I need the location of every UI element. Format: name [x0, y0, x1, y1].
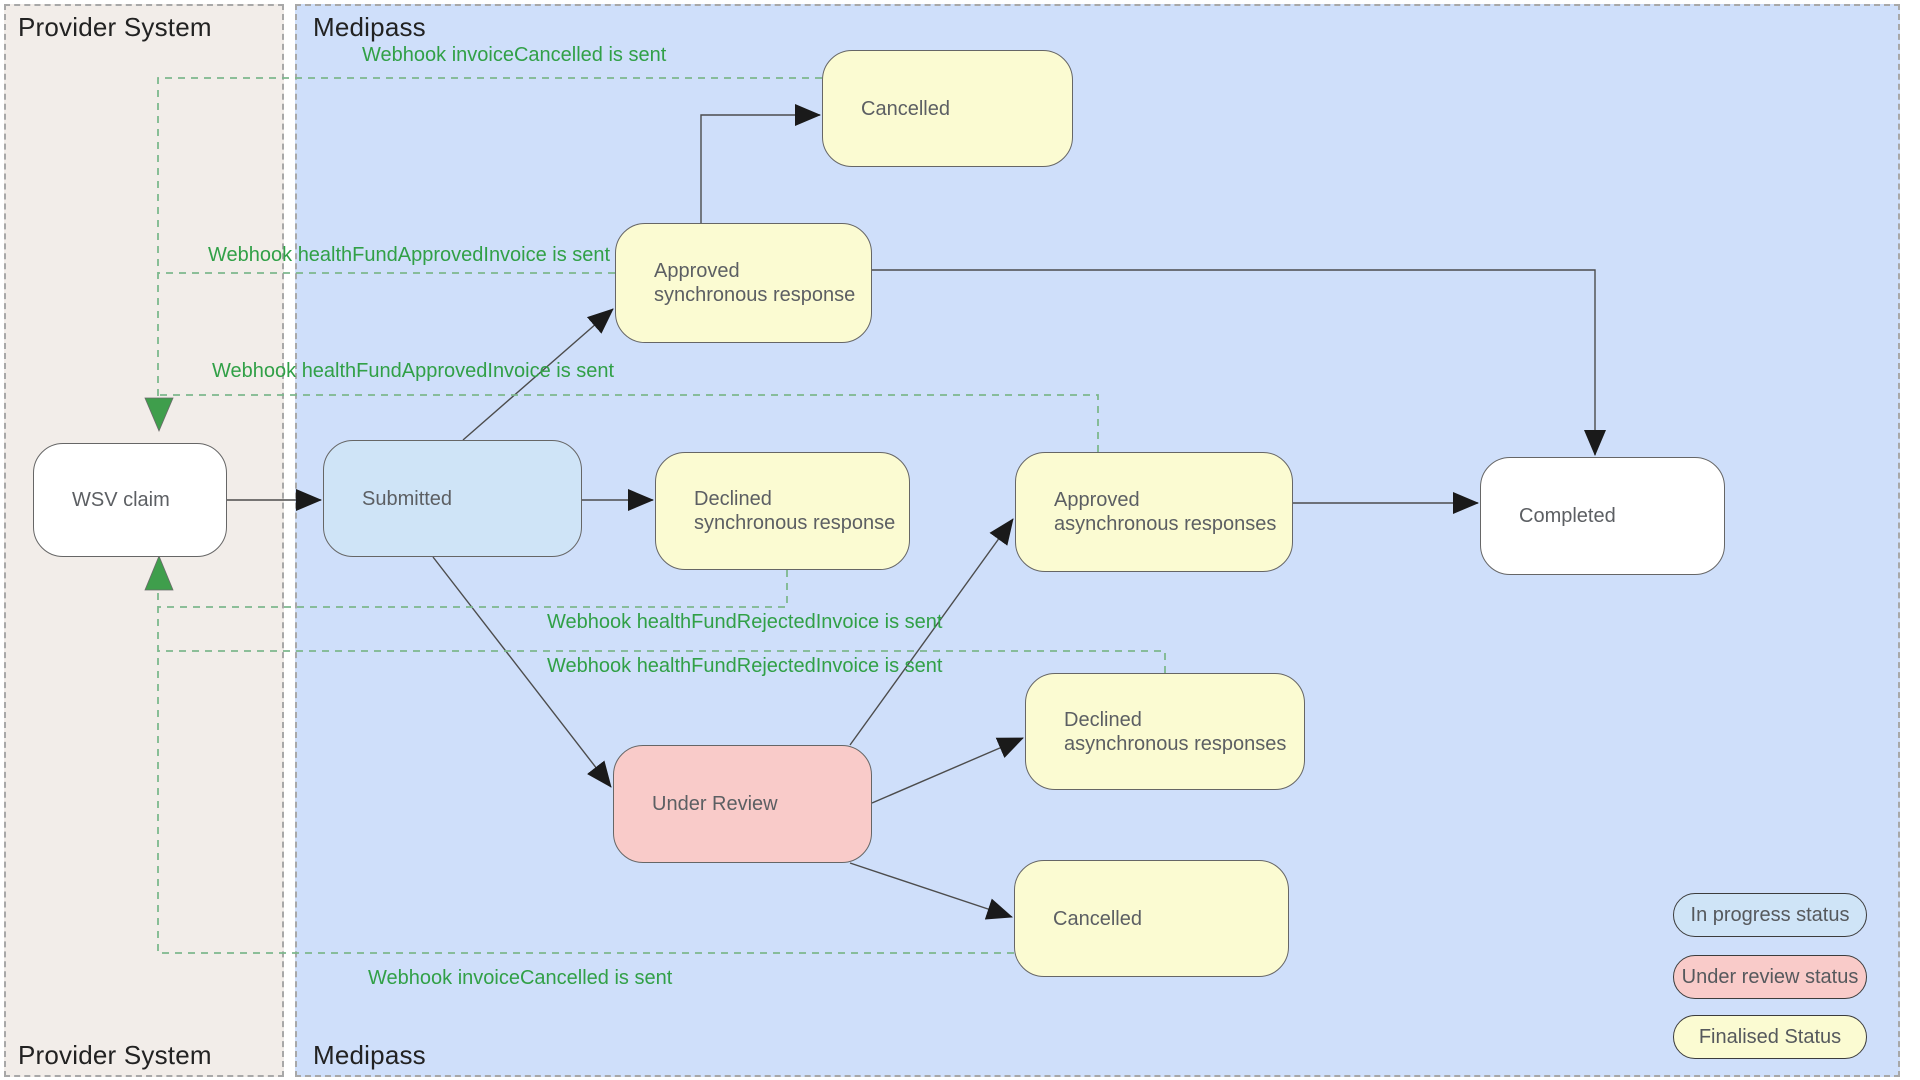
webhook-edge-declined-sync-to-wsv — [158, 570, 788, 608]
webhook-label-invoice-cancelled-top: Webhook invoiceCancelled is sent — [362, 44, 667, 66]
webhook-arrow-down-icon — [144, 397, 174, 433]
webhook-label-rejected-sync: Webhook healthFundRejectedInvoice is sen… — [547, 611, 943, 633]
node-cancelled-top: Cancelled — [822, 50, 1073, 167]
lane-provider-title-top: Provider System — [18, 12, 212, 42]
node-cancelled-bottom: Cancelled — [1014, 860, 1289, 977]
legend-finalised-status: Finalised Status — [1673, 1015, 1867, 1059]
webhook-arrow-up-icon — [144, 554, 174, 591]
edge-submitted-to-approved-sync — [462, 308, 614, 441]
node-approved-asynchronous: Approved asynchronous responses — [1015, 452, 1293, 572]
legend-in-progress-status: In progress status — [1673, 893, 1867, 937]
webhook-edge-declined-async-to-wsv — [158, 650, 1166, 673]
lane-medipass-title-top: Medipass — [313, 12, 426, 42]
webhook-label-approved-async: Webhook healthFundApprovedInvoice is sen… — [212, 360, 615, 382]
lane-provider-title-bottom: Provider System — [18, 1040, 212, 1070]
node-submitted: Submitted — [323, 440, 582, 557]
webhook-label-invoice-cancelled-bottom: Webhook invoiceCancelled is sent — [368, 967, 673, 989]
edge-approved-sync-to-cancelled — [700, 104, 821, 223]
node-declined-asynchronous: Declined asynchronous responses — [1025, 673, 1305, 790]
webhook-label-rejected-async: Webhook healthFundRejectedInvoice is sen… — [547, 655, 943, 677]
node-wsv-claim: WSV claim — [33, 443, 227, 557]
webhook-edge-cancelled-top-to-wsv — [157, 77, 822, 398]
webhook-edge-approved-async-to-wsv — [158, 394, 1099, 452]
node-completed: Completed — [1480, 457, 1725, 575]
node-under-review: Under Review — [613, 745, 872, 863]
legend-under-review-status: Under review status — [1673, 955, 1867, 999]
edge-under-review-to-approved-async — [849, 518, 1014, 746]
edge-under-review-to-declined-async — [871, 737, 1024, 804]
edge-submitted-to-under-review — [432, 556, 612, 788]
node-approved-synchronous: Approved synchronous response — [615, 223, 872, 343]
webhook-label-approved-sync: Webhook healthFundApprovedInvoice is sen… — [208, 244, 611, 266]
node-declined-synchronous: Declined synchronous response — [655, 452, 910, 570]
lane-medipass-title-bottom: Medipass — [313, 1040, 426, 1070]
edge-under-review-to-cancelled — [849, 862, 1013, 920]
edge-approved-sync-to-completed — [872, 269, 1606, 456]
webhook-edge-cancelled-bottom-to-wsv — [157, 590, 1014, 954]
